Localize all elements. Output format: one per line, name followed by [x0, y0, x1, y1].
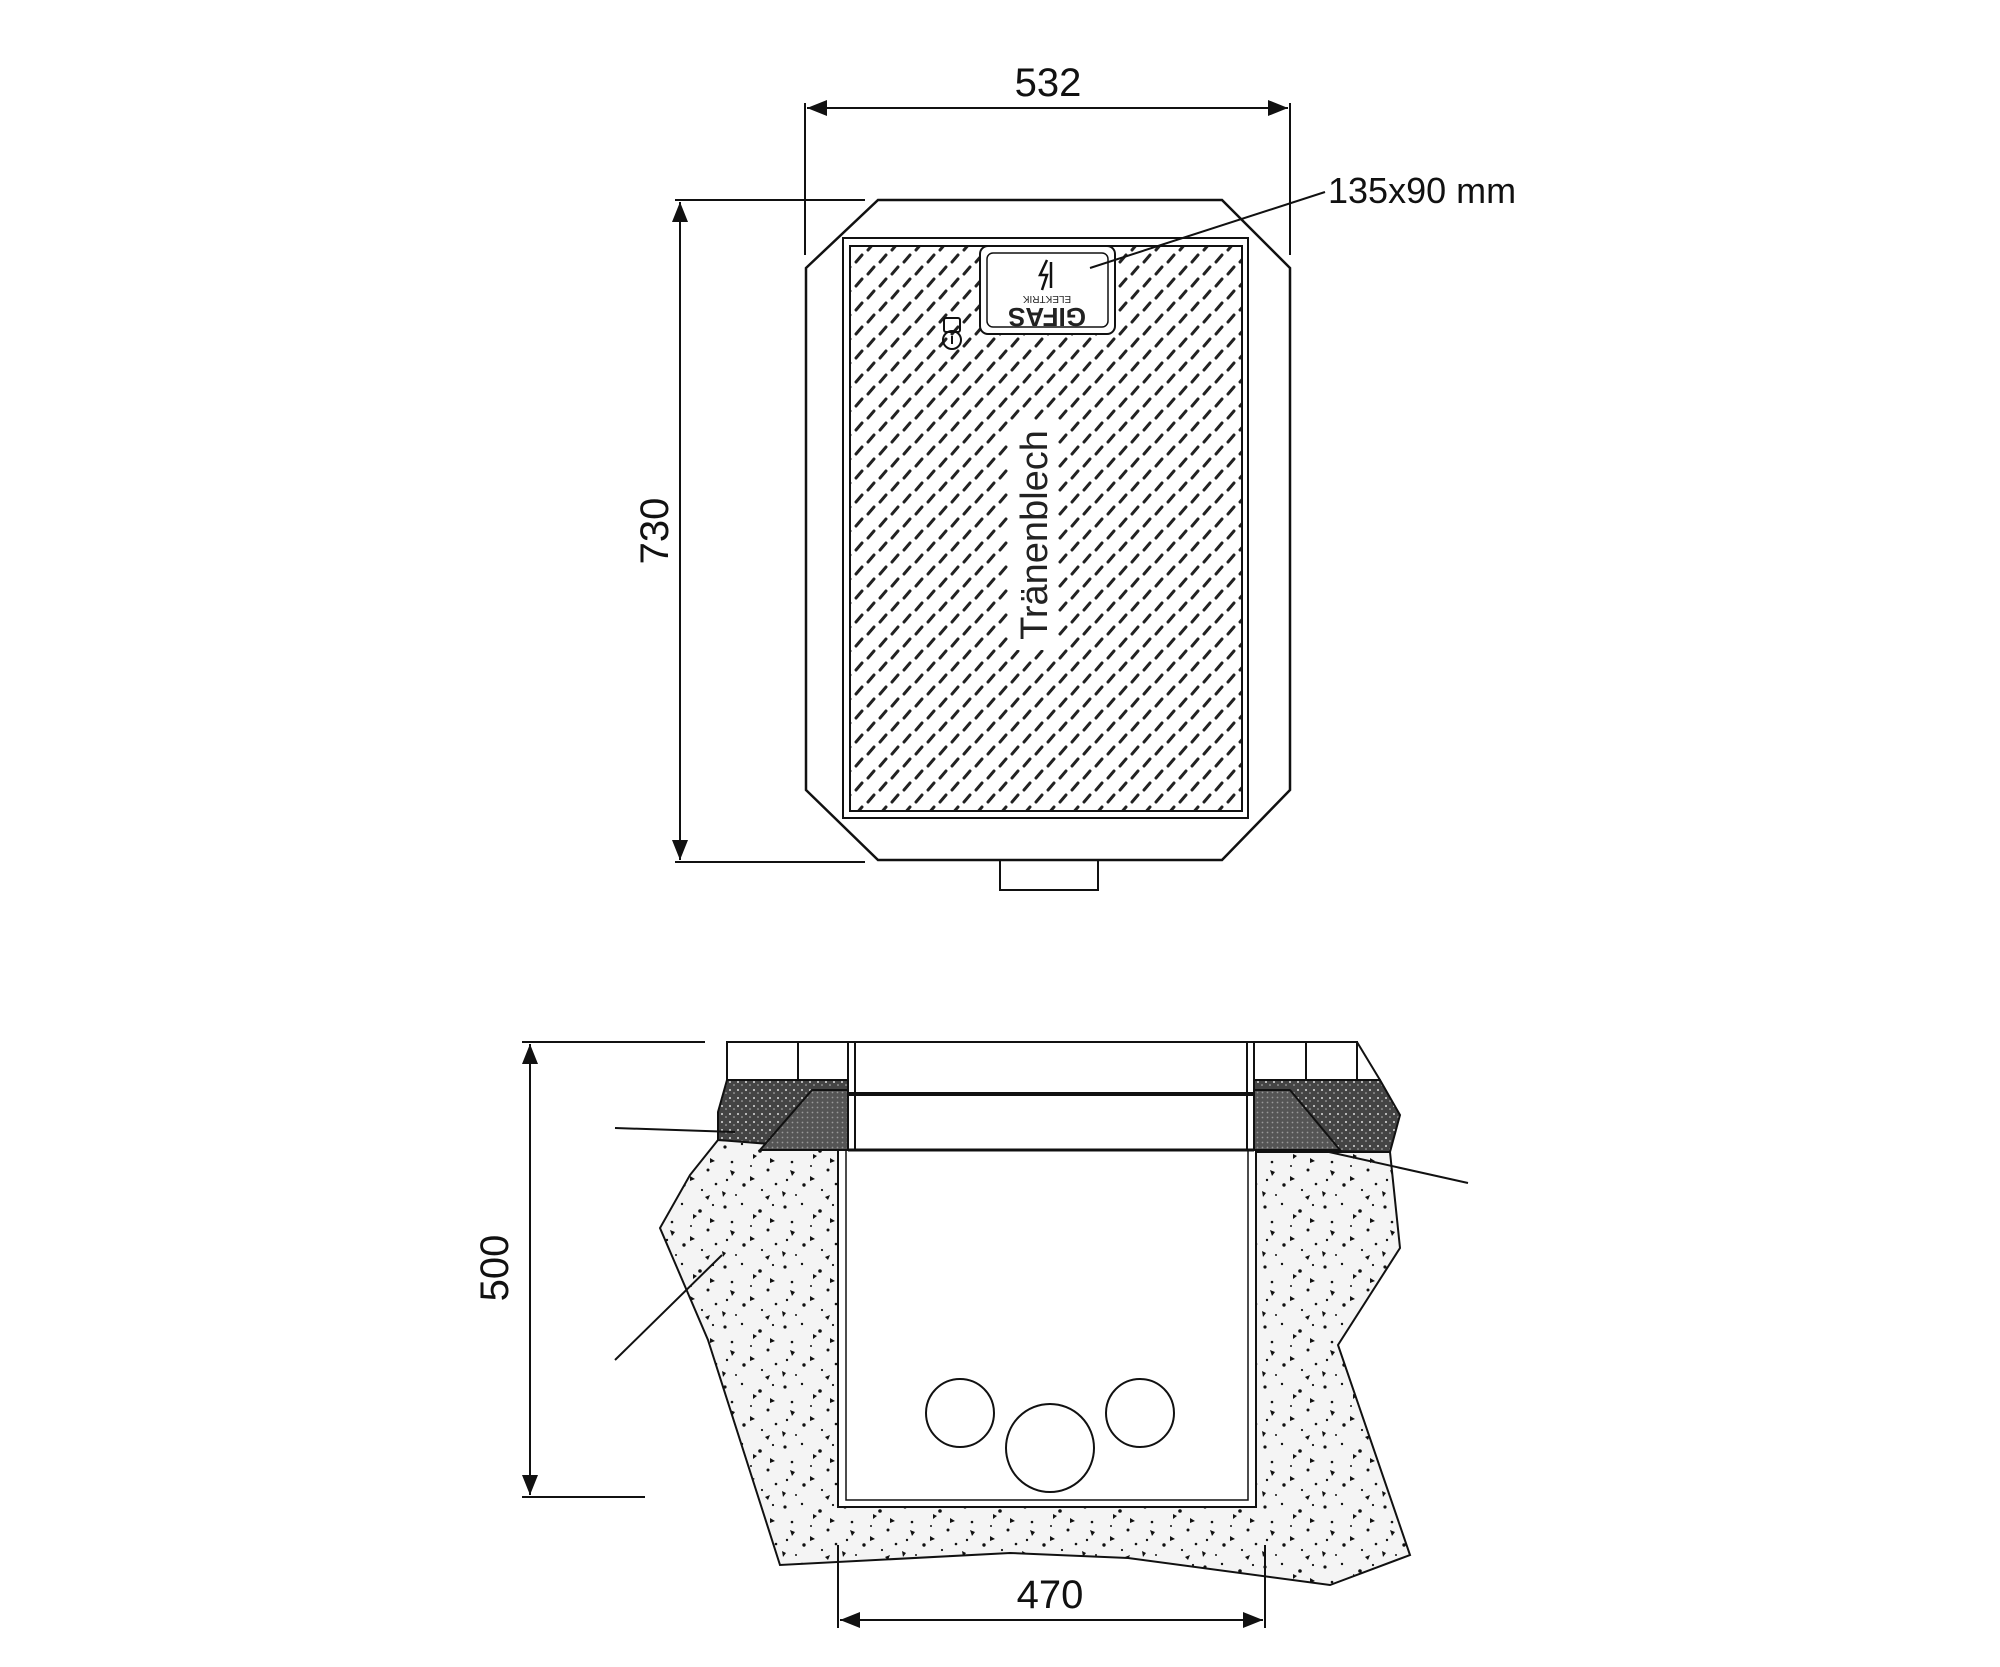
frame-inner [842, 237, 1249, 819]
leader-concrete-left [614, 1254, 723, 1361]
width-label: 532 [1015, 61, 1082, 105]
plate-text-strip [1008, 420, 1058, 650]
sign-leader [1089, 191, 1326, 269]
cable-entry-left [925, 1378, 995, 1448]
sign-size-label: 135x90 mm [1328, 170, 1516, 211]
cable-entry-right [1105, 1378, 1175, 1448]
bottom-tab [999, 859, 1099, 891]
cable-entry-center [1005, 1403, 1095, 1493]
section-width-label: 470 [1017, 1573, 1084, 1617]
sign-plate-inner [986, 252, 1109, 328]
plate-material-label: Tränenblech [1014, 430, 1056, 640]
section-view [522, 1041, 1469, 1628]
height-label: 730 [633, 498, 677, 565]
leader-anchor-right [1319, 1149, 1469, 1184]
outer-frame [804, 198, 1292, 862]
section-height-label: 500 [473, 1235, 517, 1302]
lightning-icon [1038, 259, 1049, 291]
frame-top-left [726, 1041, 849, 1081]
lock-icon [942, 317, 962, 350]
frame-top-right-bevel [1356, 1041, 1381, 1081]
top-view [672, 100, 1326, 891]
logo-subtext: ELEKTRIK [1023, 293, 1072, 304]
logo-text: GIFAS [1008, 302, 1086, 332]
leader-asphalt-left [614, 1127, 736, 1133]
